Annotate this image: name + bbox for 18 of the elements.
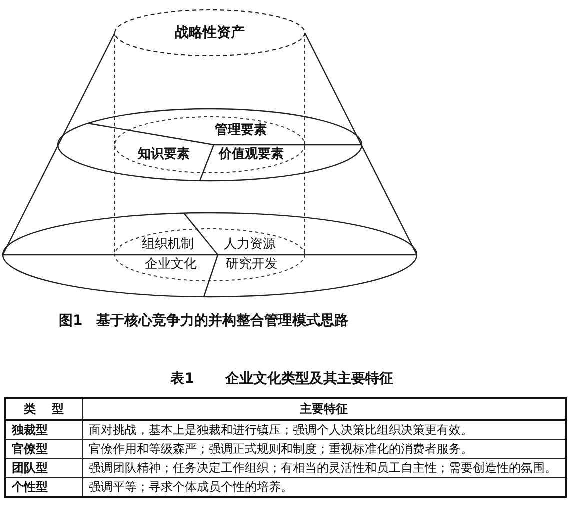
table-cell: 团队型 — [5, 458, 82, 478]
ellipse-label: 战略性资产 — [175, 26, 245, 40]
figure-caption: 图1 基于核心竞争力的并构整合管理模式思路 — [59, 313, 349, 329]
middle-ellipse — [56, 107, 364, 183]
sector-label: 人力资源 — [224, 238, 276, 252]
dashed-ellipse — [113, 8, 307, 58]
base-ellipse — [1, 211, 419, 299]
sector-label: 价值观要素 — [219, 148, 284, 162]
table-title: 表1 企业文化类型及其主要特征 — [170, 371, 394, 387]
table-cell: 官僚型 — [5, 440, 82, 458]
table-cell: 强调团队精神；任务决定工作组织；有相当的灵活性和员工自主性；需要创造性的氛围。 — [82, 458, 566, 478]
table-header-cell: 类 型 — [5, 398, 82, 420]
table-cell: 独裁型 — [5, 420, 82, 440]
sector-label: 研究开发 — [226, 258, 278, 272]
sector-label: 管理要素 — [215, 124, 267, 138]
sector-label: 组织机制 — [142, 238, 194, 252]
sector-label: 知识要素 — [138, 148, 190, 162]
sector-label: 企业文化 — [145, 258, 197, 272]
